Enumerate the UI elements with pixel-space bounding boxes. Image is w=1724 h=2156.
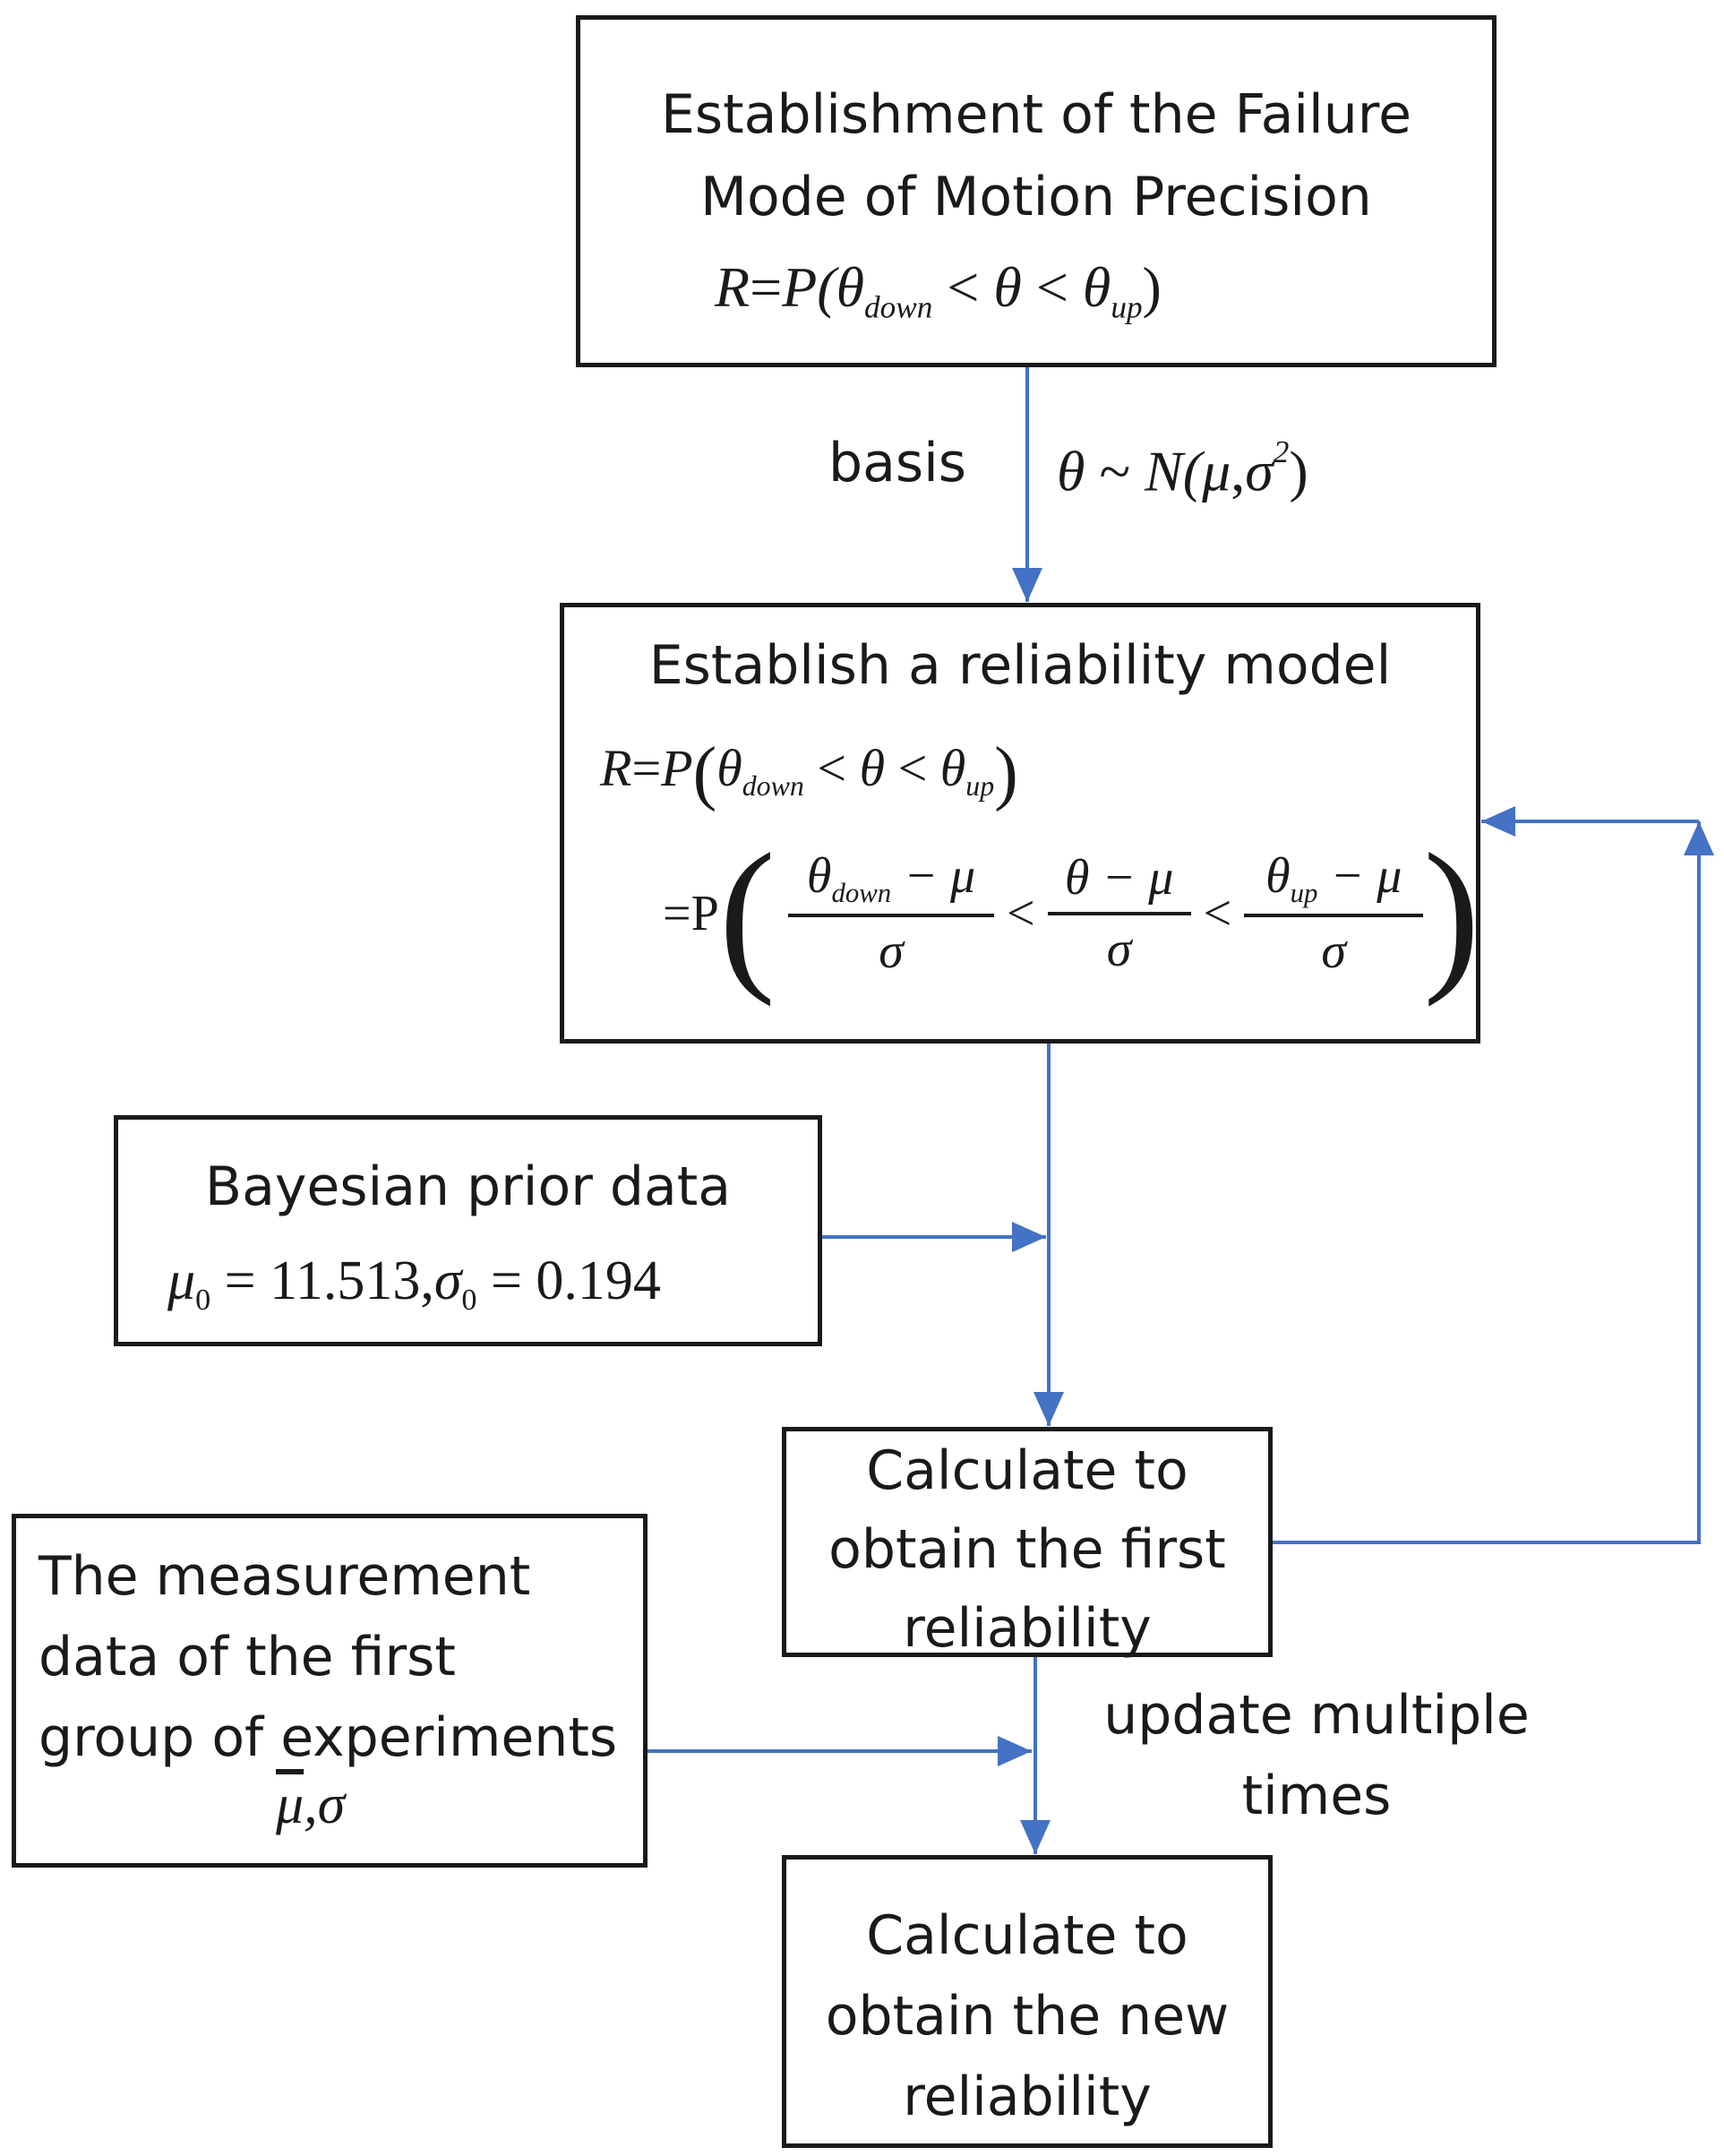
failure-mode-formula: R=P(θdown < θ < θup) <box>715 255 1162 325</box>
reliability-model-title: Establish a reliability model <box>648 634 1392 697</box>
reliability-model-box: Establish a reliability model R=P(θdown … <box>560 603 1480 1044</box>
update-label-line1: update multiple <box>1103 1684 1530 1747</box>
fraction-down: θdown − μ σ <box>788 847 995 981</box>
failure-mode-title-line1: Establishment of the Failure <box>660 83 1411 146</box>
arrow-failure-to-model-head <box>1012 568 1042 602</box>
bayesian-prior-formula: μ0 = 11.513,σ0 = 0.194 <box>167 1250 661 1317</box>
arrow-first-to-new-head <box>1020 1820 1051 1854</box>
measurement-data-formula: μ,σ <box>276 1774 346 1835</box>
failure-mode-box: Establishment of the Failure Mode of Mot… <box>576 15 1497 367</box>
measurement-data-line3: group of experiments <box>39 1706 618 1769</box>
arrow-feedback-into-model-head <box>1481 806 1515 837</box>
arrow-first-to-model-feedback <box>1273 821 1701 1544</box>
reliability-model-line1: R=P(θdown < θ < θup) <box>600 734 1018 812</box>
reliability-model-line2: =P( θdown − μ σ < θ − μ σ < θup − μ σ ) <box>663 820 1480 1008</box>
arrow-measurement-to-connector-head <box>998 1736 1032 1766</box>
first-reliability-line2: obtain the first <box>828 1518 1226 1581</box>
arrow-model-to-first-head <box>1034 1392 1064 1426</box>
first-reliability-line1: Calculate to <box>866 1439 1188 1502</box>
first-reliability-line3: reliability <box>903 1597 1152 1660</box>
measurement-data-line2: data of the first <box>39 1626 456 1688</box>
bayesian-prior-title: Bayesian prior data <box>204 1155 732 1218</box>
new-reliability-line1: Calculate to <box>866 1904 1188 1967</box>
bayesian-prior-box: Bayesian prior data μ0 = 11.513,σ0 = 0.1… <box>114 1115 822 1346</box>
fraction-up: θup − μ σ <box>1244 847 1424 981</box>
new-reliability-line3: reliability <box>903 2066 1152 2128</box>
measurement-data-box: The measurement data of the first group … <box>12 1514 648 1868</box>
measurement-data-line1: The measurement <box>39 1545 531 1608</box>
basis-label: basis <box>828 432 967 494</box>
arrow-first-to-model-feedback-head <box>1684 821 1714 855</box>
first-reliability-box: Calculate to obtain the first reliabilit… <box>782 1427 1273 1660</box>
new-reliability-box: Calculate to obtain the new reliability <box>782 1855 1273 2148</box>
update-label-line2: times <box>1241 1765 1392 1827</box>
failure-mode-title-line2: Mode of Motion Precision <box>700 166 1372 228</box>
distribution-label: θ ~ N(μ,σ2) <box>1057 434 1308 503</box>
new-reliability-line2: obtain the new <box>825 1985 1230 2048</box>
fraction-mid: θ − μ σ <box>1047 849 1191 978</box>
arrow-prior-to-connector-head <box>1012 1222 1046 1252</box>
